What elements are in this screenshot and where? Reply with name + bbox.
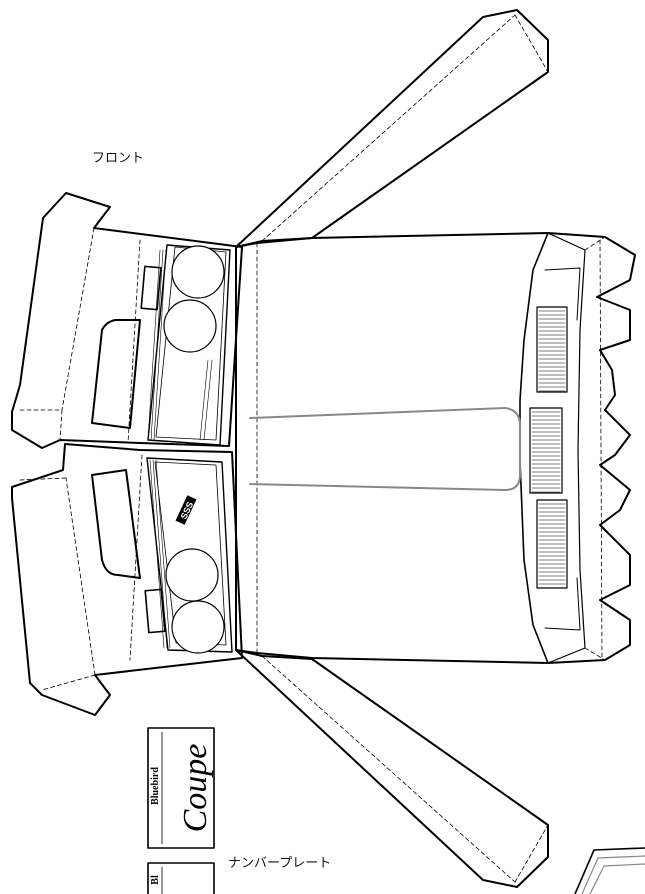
lower-side-strip bbox=[235, 649, 549, 888]
upper-side-strip bbox=[235, 9, 549, 248]
front-panel-upper bbox=[11, 192, 243, 449]
hood-panel bbox=[235, 232, 636, 664]
hood-vent-slats bbox=[531, 310, 566, 585]
plate-model-text: Coupe bbox=[177, 744, 214, 833]
plate-brand-text: Bluebird bbox=[150, 767, 161, 805]
svg-text:SSS: SSS bbox=[179, 500, 196, 521]
front-panel-lower: SSS bbox=[11, 443, 243, 716]
plate-text-2: Bl bbox=[150, 875, 161, 885]
front-label: フロント bbox=[92, 151, 145, 166]
license-plate-2-partial bbox=[147, 862, 215, 894]
plate-brand-partial-text: Bl bbox=[150, 875, 161, 885]
plate-text-1: Bluebird Coupe bbox=[150, 744, 214, 833]
license-plate-1 bbox=[147, 727, 215, 849]
corner-part-fragment bbox=[574, 847, 645, 894]
sss-badge: SSS bbox=[175, 495, 197, 525]
number-plate-label: ナンバープレート bbox=[228, 856, 332, 871]
